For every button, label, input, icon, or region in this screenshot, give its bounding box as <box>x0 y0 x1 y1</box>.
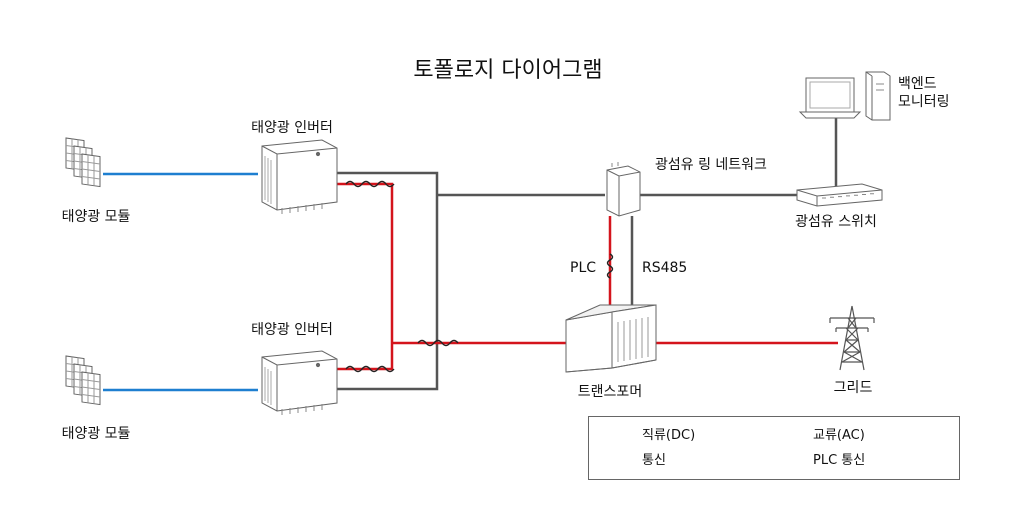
transformer-icon <box>565 304 657 373</box>
legend-ac-label: 교류(AC) <box>813 428 865 443</box>
fiber-switch-label: 광섬유 스위치 <box>795 214 877 230</box>
fiber-switch-icon <box>796 183 883 207</box>
solar-module-top-icon <box>65 137 101 188</box>
inverter-top-label: 태양광 인버터 <box>251 120 333 136</box>
computer-icon <box>798 71 891 121</box>
ac-lines <box>336 182 838 371</box>
inverter-bottom-label: 태양광 인버터 <box>251 322 333 338</box>
backend-monitoring-label-line1: 백엔드 <box>898 76 937 92</box>
diagram-title: 토폴로지 다이어그램 <box>413 58 603 83</box>
rs485-link-label: RS485 <box>642 260 688 276</box>
legend-plc-label: PLC 통신 <box>813 453 866 468</box>
fiber-ring-device-icon <box>606 162 641 217</box>
grid-tower-icon <box>829 305 875 371</box>
fiber-ring-label: 광섬유 링 네트워크 <box>655 157 767 173</box>
inverter-bottom-icon <box>261 350 338 415</box>
solar-module-top-label: 태양광 모듈 <box>61 209 131 225</box>
legend-dc-label: 직류(DC) <box>642 428 696 443</box>
plc-link-label: PLC <box>570 260 597 276</box>
comm-lines <box>336 117 838 391</box>
legend <box>588 416 960 480</box>
solar-module-bottom-icon <box>65 355 101 406</box>
backend-monitoring-label-line2: 모니터링 <box>898 94 950 110</box>
inverter-top-icon <box>261 139 338 214</box>
plc-squiggles <box>345 180 614 373</box>
legend-comm-label: 통신 <box>642 453 666 468</box>
solar-module-bottom-label: 태양광 모듈 <box>61 426 131 442</box>
grid-label: 그리드 <box>833 380 873 396</box>
transformer-label: 트랜스포머 <box>577 384 643 400</box>
